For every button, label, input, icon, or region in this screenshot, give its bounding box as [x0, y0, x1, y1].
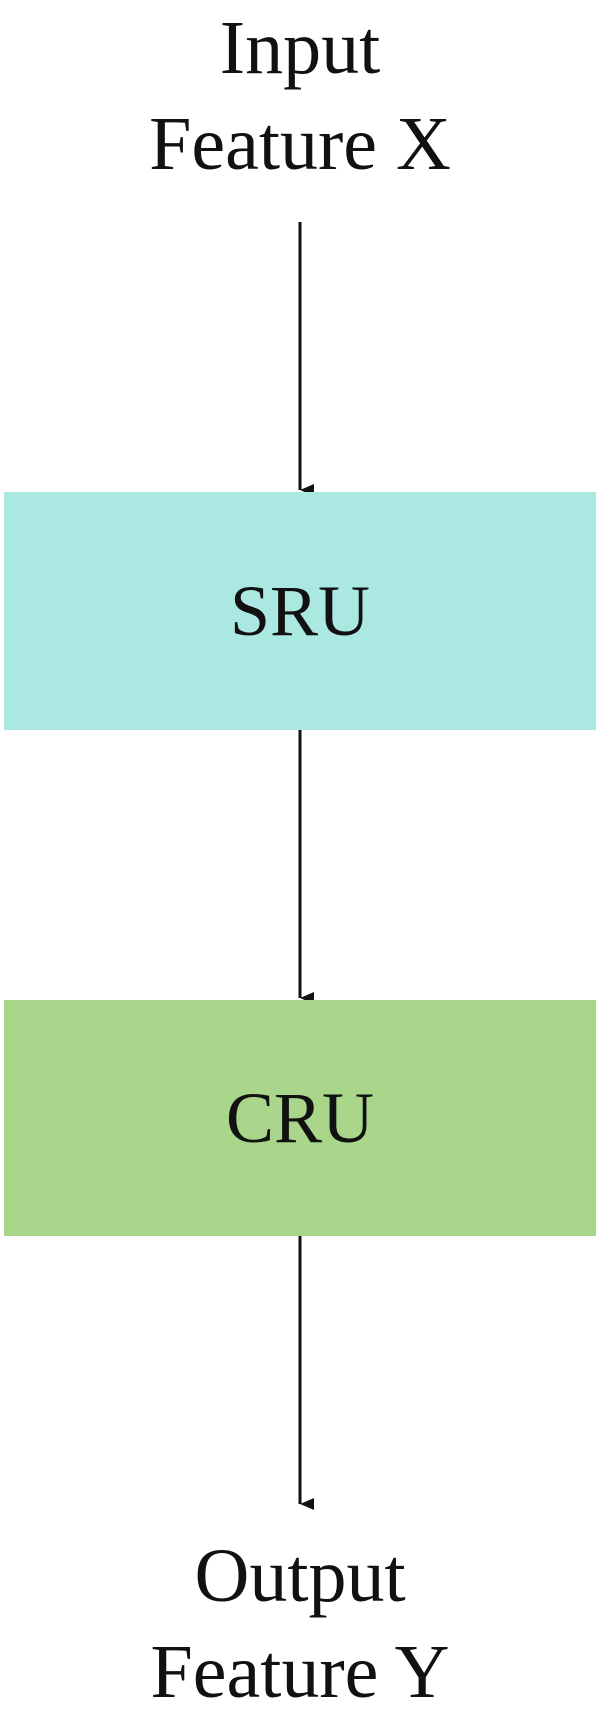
sru-block: SRU: [4, 492, 596, 730]
output-label-line2: Feature Y: [150, 1630, 450, 1714]
output-feature-label: Output Feature Y: [0, 1528, 600, 1720]
output-label-line1: Output: [194, 1534, 406, 1618]
input-feature-label: Input Feature X: [0, 0, 600, 192]
cru-block: CRU: [4, 1000, 596, 1236]
input-label-line1: Input: [219, 6, 381, 90]
input-label-line2: Feature X: [149, 102, 451, 186]
sru-label: SRU: [229, 570, 371, 651]
cru-label: CRU: [225, 1077, 375, 1158]
